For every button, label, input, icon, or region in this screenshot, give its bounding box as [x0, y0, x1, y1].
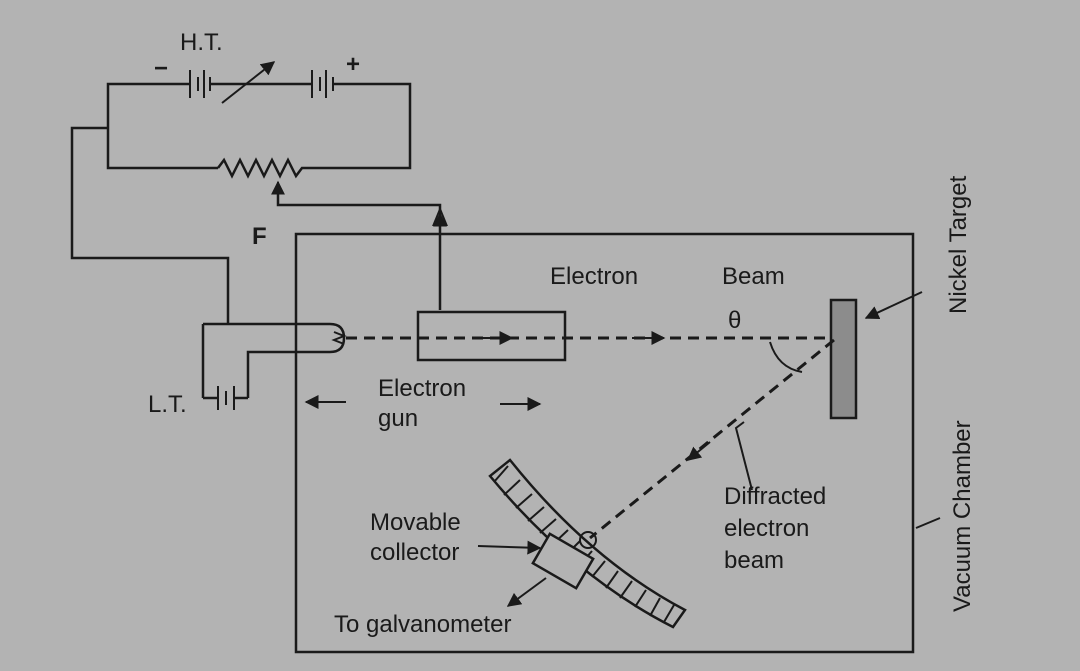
anode-cylinder: [416, 310, 567, 362]
potentiometer: [217, 157, 308, 179]
ht-label: H.T.: [180, 29, 223, 56]
diffracted-label-line2: electron: [724, 515, 809, 542]
diffracted-label-line1: Diffracted: [724, 483, 826, 510]
diffracted-beam: [589, 338, 835, 540]
filament-wire: [70, 126, 230, 324]
electron-gun-label-line1: Electron: [378, 375, 466, 402]
movable-label-line1: Movable: [370, 509, 461, 536]
potentiometer-tap: [276, 192, 442, 310]
variable-arrow: [221, 61, 276, 104]
electron-gun-label-line2: gun: [378, 405, 418, 432]
theta-arc: [769, 341, 803, 373]
ht-plus-label: +: [346, 51, 360, 78]
electron-label: Electron: [550, 263, 638, 290]
vacuum-chamber: [294, 232, 915, 654]
movable-label-line2: collector: [370, 539, 459, 566]
diffracted-label-line3: beam: [724, 547, 784, 574]
nickel-target-label: Nickel Target: [945, 175, 972, 314]
collector-scale: [488, 458, 687, 629]
filament-label: F: [252, 223, 267, 250]
ht-minus-label: −: [154, 55, 168, 82]
ht-battery-left: [189, 70, 211, 98]
lt-label: L.T.: [148, 391, 187, 418]
electron-gun: [201, 310, 567, 410]
galvanometer-label: To galvanometer: [334, 611, 511, 638]
vacuum-chamber-label: Vacuum Chamber: [949, 420, 976, 612]
beam-label: Beam: [722, 263, 785, 290]
theta-label: θ: [728, 307, 741, 334]
ht-battery-right: [311, 70, 334, 98]
nickel-target: [829, 298, 858, 420]
ht-circuit: [106, 82, 412, 170]
anode-label: A: [432, 205, 448, 232]
